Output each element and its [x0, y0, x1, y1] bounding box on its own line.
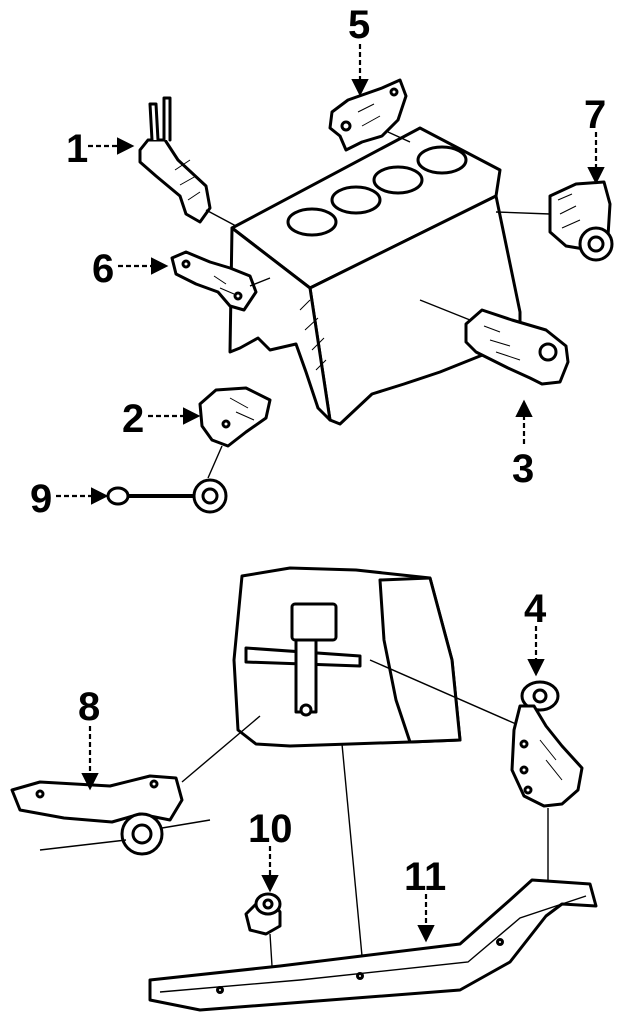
callout-4: 4 — [524, 587, 547, 631]
callout-5: 5 — [348, 3, 370, 47]
callout-1: 1 — [66, 127, 88, 171]
mount-bracket-5 — [328, 78, 411, 152]
callout-6: 6 — [92, 247, 114, 291]
stabilizer-rod-9 — [106, 478, 228, 514]
callout-9: 9 — [30, 477, 52, 521]
callout-7: 7 — [584, 93, 606, 137]
transmission-case — [232, 566, 517, 748]
crossmember-11 — [148, 743, 598, 1012]
mount-bracket-7 — [495, 180, 614, 262]
mount-bracket-1 — [138, 96, 237, 227]
mount-bracket-6 — [170, 250, 271, 312]
callout-11: 11 — [404, 855, 446, 899]
callout-3: 3 — [512, 447, 534, 491]
callout-2: 2 — [122, 397, 144, 441]
callout-8: 8 — [78, 685, 100, 729]
mount-bracket-2 — [198, 386, 272, 479]
crossmember-mount-8 — [10, 715, 261, 856]
transmission-mount-10 — [244, 892, 282, 967]
engine-block — [228, 126, 522, 426]
transmission-mount-4 — [510, 680, 584, 880]
callout-10: 10 — [248, 807, 293, 851]
mount-bracket-3 — [419, 299, 570, 386]
